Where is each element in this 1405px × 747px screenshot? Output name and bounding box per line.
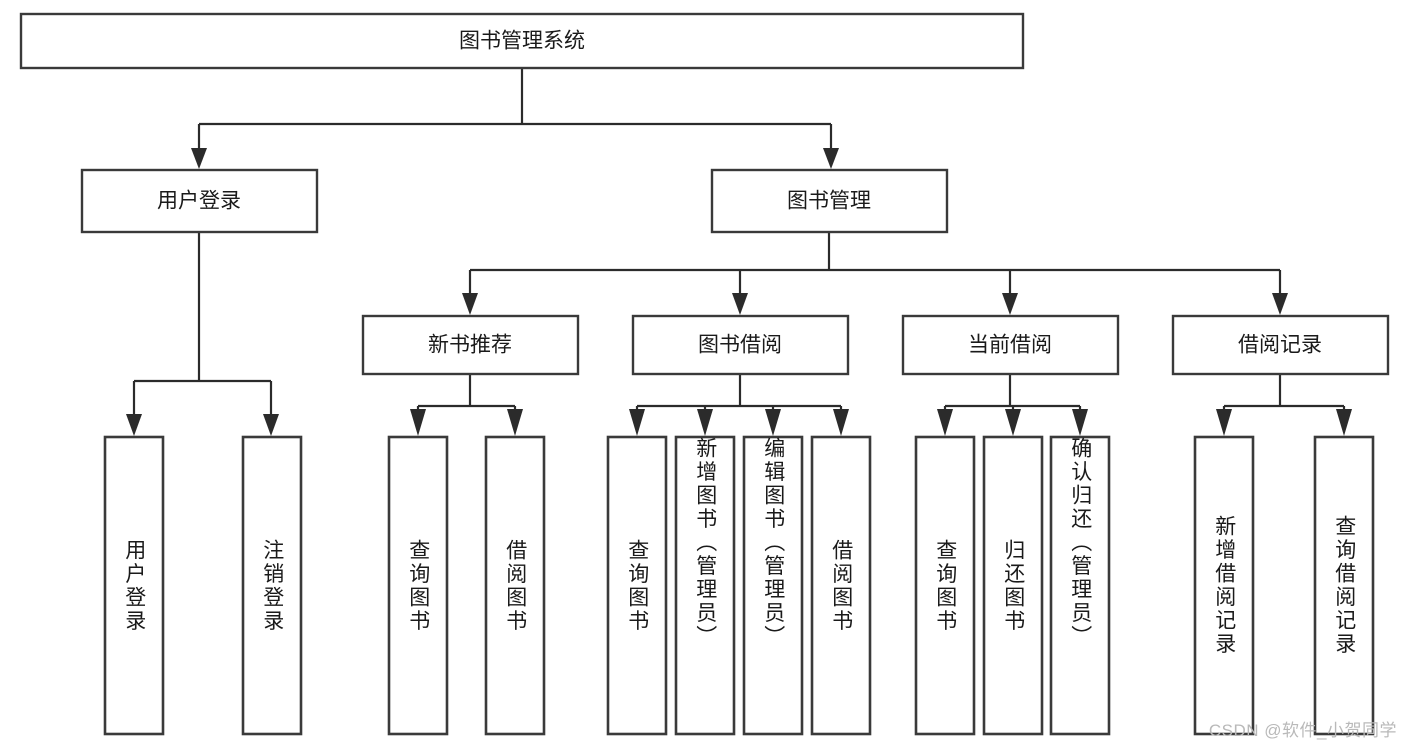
arrow-head-br-leaf2 xyxy=(1336,409,1352,436)
node-root-label: 图书管理系统 xyxy=(459,30,585,53)
csdn-watermark: CSDN @软件_小贺同学 xyxy=(1208,721,1397,740)
node-borrow-record-box[interactable] xyxy=(1171,314,1390,376)
leaf-box-br-query-record[interactable] xyxy=(1313,435,1375,736)
node-book-borrow-label: 图书借阅 xyxy=(698,334,782,357)
connectors-root-to-level2 xyxy=(191,68,839,169)
node-book-manage-label: 图书管理 xyxy=(787,190,871,213)
arrow-head-cb-leaf1 xyxy=(937,409,953,436)
node-user-login-box[interactable] xyxy=(80,168,319,234)
leaf-boxes-book-borrow xyxy=(606,435,872,736)
node-current-borrow-box[interactable] xyxy=(901,314,1120,376)
arrow-head-br-leaf1 xyxy=(1216,409,1232,436)
leaf-boxes-user-login xyxy=(103,435,303,736)
connectors-new-book-to-leaves xyxy=(410,375,523,436)
arrow-head-book-manage xyxy=(823,148,839,169)
leaf-box-bb-borrow-book[interactable] xyxy=(810,435,872,736)
arrow-head-bb-leaf2 xyxy=(697,409,713,436)
arrow-head-cb-leaf2 xyxy=(1005,409,1021,436)
arrow-head-cb-leaf3 xyxy=(1072,409,1088,436)
node-user-login-label: 用户登录 xyxy=(157,190,241,213)
node-new-book-recommend-box[interactable] xyxy=(361,314,580,376)
leaf-box-bb-add-book[interactable] xyxy=(674,435,736,736)
connectors-borrow-record-to-leaves xyxy=(1216,375,1352,436)
leaf-box-br-add-record[interactable] xyxy=(1193,435,1255,736)
node-book-manage[interactable]: 图书管理 xyxy=(710,168,949,234)
node-root-box[interactable] xyxy=(19,12,1025,70)
leaf-boxes-current-borrow xyxy=(914,435,1111,736)
node-current-borrow[interactable]: 当前借阅 xyxy=(901,314,1120,376)
arrow-head-user-login xyxy=(191,148,207,169)
arrow-head-bb-leaf3 xyxy=(765,409,781,436)
arrow-head-nb-leaf1 xyxy=(410,409,426,436)
node-user-login[interactable]: 用户登录 xyxy=(80,168,319,234)
arrow-head-leaf-logout xyxy=(263,414,279,436)
leaf-box-cb-query-book[interactable] xyxy=(914,435,976,736)
node-current-borrow-label: 当前借阅 xyxy=(968,334,1052,357)
leaf-box-nb-query-book[interactable] xyxy=(387,435,449,736)
arrow-head-nb-leaf2 xyxy=(507,409,523,436)
leaf-box-bb-edit-book[interactable] xyxy=(742,435,804,736)
arrow-head-bb-leaf1 xyxy=(629,409,645,436)
connectors-book-borrow-to-leaves xyxy=(629,375,849,436)
leaf-box-cb-confirm-return[interactable] xyxy=(1049,435,1111,736)
node-book-manage-box[interactable] xyxy=(710,168,949,234)
leaf-box-bb-query-book[interactable] xyxy=(606,435,668,736)
node-book-borrow-box[interactable] xyxy=(631,314,850,376)
arrow-head-leaf-user-login xyxy=(126,414,142,436)
arrow-head-new-book xyxy=(462,293,478,315)
leaf-boxes-borrow-record xyxy=(1193,435,1375,736)
leaf-box-nb-borrow-book[interactable] xyxy=(484,435,546,736)
leaf-box-logout[interactable] xyxy=(241,435,303,736)
connectors-user-login-to-leaves xyxy=(126,232,279,436)
node-borrow-record-label: 借阅记录 xyxy=(1238,334,1322,357)
node-new-book-recommend[interactable]: 新书推荐 xyxy=(361,314,580,376)
arrow-head-bb-leaf4 xyxy=(833,409,849,436)
node-new-book-recommend-label: 新书推荐 xyxy=(428,334,512,357)
node-borrow-record[interactable]: 借阅记录 xyxy=(1171,314,1390,376)
arrow-head-book-borrow xyxy=(732,293,748,315)
leaf-box-user-login[interactable] xyxy=(103,435,165,736)
connectors-book-manage-to-level3 xyxy=(462,232,1288,315)
leaf-box-cb-return-book[interactable] xyxy=(982,435,1044,736)
node-root-system[interactable]: 图书管理系统 xyxy=(19,12,1025,70)
arrow-head-current-borrow xyxy=(1002,293,1018,315)
node-book-borrow[interactable]: 图书借阅 xyxy=(631,314,850,376)
leaf-boxes-new-book-recommend xyxy=(387,435,546,736)
arrow-head-borrow-record xyxy=(1272,293,1288,315)
connectors-current-borrow-to-leaves xyxy=(937,375,1088,436)
